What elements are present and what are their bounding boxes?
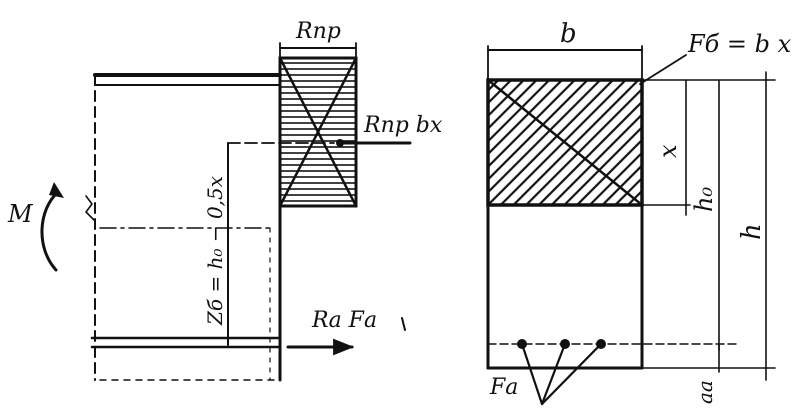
cross-section [486, 78, 644, 370]
label-f-a: Fа [489, 375, 518, 400]
label-f-b: Fб = b x [687, 30, 792, 58]
label-x: x [654, 144, 682, 158]
label-moment: M [7, 200, 34, 228]
label-h0: h₀ [690, 187, 718, 212]
height-dimensions [641, 71, 776, 381]
label-b: b [560, 19, 577, 49]
label-a-a: aа [693, 380, 717, 404]
label-lever-arm: Zб = h₀ − 0,5x [203, 176, 227, 326]
left-figure: Rпр Rпр bx M Zб = h₀ − 0,5x Rа Fа [7, 19, 443, 382]
label-r-a-f-a: Rа Fа [311, 308, 377, 333]
f-b-leader [639, 54, 687, 85]
label-r-np-top: Rпр [295, 19, 341, 44]
reinforcement-bars [487, 339, 741, 406]
tension-force-arrow [286, 317, 406, 356]
label-h: h [737, 223, 767, 240]
beam-outline [90, 73, 282, 382]
label-r-np-bx: Rпр bx [363, 113, 443, 138]
moment-arrow [40, 182, 95, 272]
compression-stress-block [278, 42, 358, 208]
lever-arm-dimension [99, 142, 335, 381]
width-dimension [487, 45, 643, 81]
right-figure: b Fб = b x x h₀ h Fа aа [486, 19, 792, 406]
compression-force-arrow [336, 139, 412, 147]
